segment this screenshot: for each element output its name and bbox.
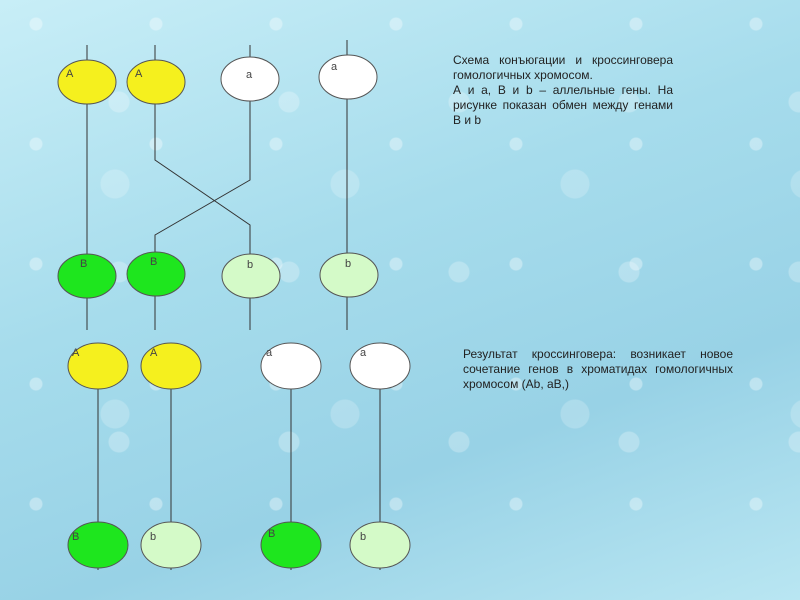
gene-label: A <box>66 68 74 80</box>
gene-yellow-ellipse <box>140 342 202 390</box>
gene-bottom-4: b <box>319 252 379 298</box>
description-line-2: А и а, В и b – аллельные гены. На рисунк… <box>453 83 673 127</box>
gene-green-ellipse <box>126 251 186 297</box>
gene-top-1: A <box>57 59 117 105</box>
gene-label: A <box>135 68 143 80</box>
gene-label: B <box>80 258 87 270</box>
gene-label: b <box>247 259 253 271</box>
gene-green-ellipse <box>260 521 322 569</box>
gene-label: b <box>345 258 351 270</box>
gene-top-3: a <box>220 56 280 102</box>
gene-yellow-ellipse <box>67 342 129 390</box>
gene-white-ellipse <box>260 342 322 390</box>
result-gene-bottom-2: b <box>140 521 202 569</box>
gene-label: A <box>72 347 80 359</box>
gene-top-4: a <box>318 54 378 100</box>
gene-yellow-ellipse <box>57 59 117 105</box>
diagram-description: Схема конъюгации и кроссинговера гомолог… <box>453 53 673 128</box>
crossover-result-text: Результат кроссинговера: возникает новое… <box>463 347 733 391</box>
gene-green-ellipse <box>67 521 129 569</box>
top-diagram-genes: A A a a B B b b <box>57 54 379 299</box>
result-gene-top-4: a <box>349 342 411 390</box>
result-gene-bottom-1: B <box>67 521 129 569</box>
gene-label: a <box>246 69 253 81</box>
description-line-1: Схема конъюгации и кроссинговера гомолог… <box>453 53 673 82</box>
gene-label: B <box>150 256 157 268</box>
gene-white-ellipse <box>349 342 411 390</box>
result-gene-top-1: A <box>67 342 129 390</box>
gene-bottom-3: b <box>221 253 281 299</box>
gene-label: a <box>331 61 338 73</box>
gene-bottom-1: B <box>57 253 117 299</box>
gene-label: a <box>360 347 367 359</box>
gene-green-ellipse <box>57 253 117 299</box>
gene-lightgreen-ellipse <box>319 252 379 298</box>
result-gene-top-3: a <box>260 342 322 390</box>
gene-yellow-ellipse <box>126 59 186 105</box>
result-gene-top-2: A <box>140 342 202 390</box>
bottom-diagram-genes: A A a a B b B b <box>67 342 411 569</box>
gene-label: A <box>150 347 158 359</box>
gene-white-ellipse <box>220 56 280 102</box>
gene-lightgreen-ellipse <box>140 521 202 569</box>
gene-top-2: A <box>126 59 186 105</box>
result-gene-bottom-4: b <box>349 521 411 569</box>
result-gene-bottom-3: B <box>260 521 322 569</box>
gene-white-ellipse <box>318 54 378 100</box>
gene-label: B <box>72 531 79 543</box>
gene-bottom-2: B <box>126 251 186 297</box>
gene-label: B <box>268 528 275 540</box>
top-chromatid-lines <box>86 40 348 330</box>
gene-lightgreen-ellipse <box>221 253 281 299</box>
gene-label: b <box>360 531 366 543</box>
gene-lightgreen-ellipse <box>349 521 411 569</box>
bottom-chromatid-lines <box>97 345 381 570</box>
gene-label: a <box>266 347 273 359</box>
gene-label: b <box>150 531 156 543</box>
